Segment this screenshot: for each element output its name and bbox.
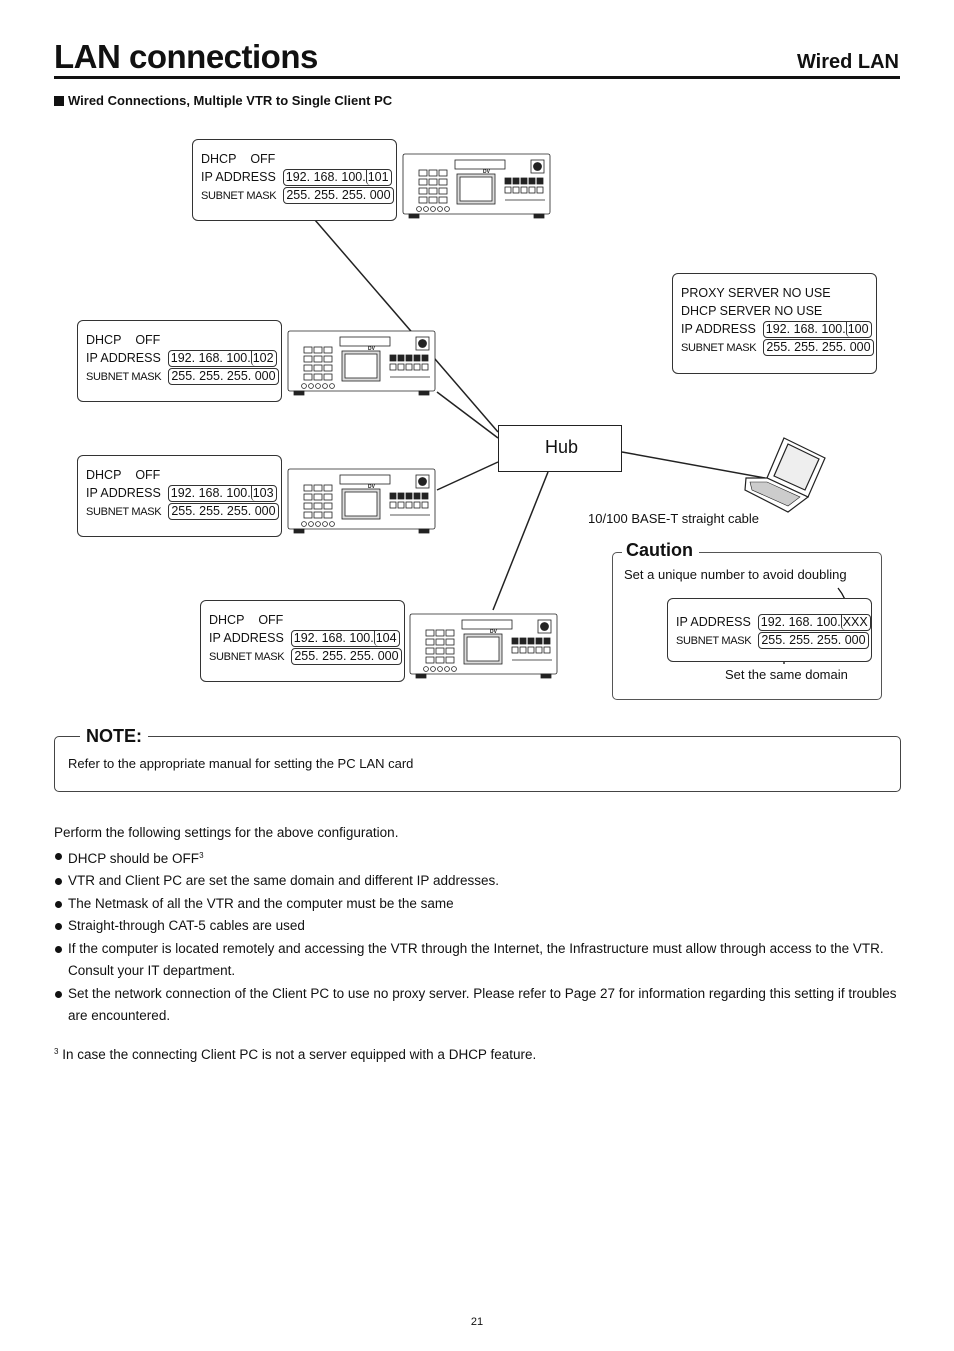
bullet-icon [55,852,62,860]
note-box [54,736,901,792]
list-item: Straight-through CAT-5 cables are used [54,915,904,938]
title-rule [54,76,900,79]
vtr-config-box-3: DHCP OFF IP ADDRESS 192. 168. 100.103 SU… [77,455,282,537]
vtr-device-icon: DV [287,468,436,534]
list-item: If the computer is located remotely and … [54,938,904,983]
vtr-config-box-1: DHCP OFF IP ADDRESS 192. 168. 100.101 SU… [192,139,397,221]
laptop-icon [744,437,826,513]
cable-vtr-104 [492,471,549,611]
cable-vtr-102 [436,391,499,439]
list-item: VTR and Client PC are set the same domai… [54,870,904,893]
body-intro: Perform the following settings for the a… [54,825,399,840]
ip-address-value: 192. 168. 100.104 [290,630,400,647]
section-title: Wired Connections, Multiple VTR to Singl… [54,93,392,108]
subnet-mask-value: 255. 255. 255. 000 [168,503,279,520]
caution-config-box: IP ADDRESS 192. 168. 100.XXX SUBNET MASK… [667,598,872,662]
page-number: 21 [470,1316,484,1328]
cable-vtr-103 [436,461,499,491]
caution-box [612,552,882,700]
list-item: Set the network connection of the Client… [54,983,904,1028]
ip-address-value: 192. 168. 100.100 [762,321,872,338]
vtr-brand-label: DV [368,484,376,490]
vtr-brand-label: DV [368,346,376,352]
bullet-icon [55,990,62,998]
subnet-mask-value: 255. 255. 255. 000 [168,368,279,385]
pc-config-box: PROXY SERVER NO USE DHCP SERVER NO USE I… [672,273,877,374]
list-item: DHCP should be OFF3 [54,845,904,871]
square-bullet-icon [54,96,64,106]
bullet-icon [55,923,62,930]
page-title: LAN connections [54,38,318,75]
cable-vtr-101 [314,219,499,433]
bullet-icon [55,878,62,885]
vtr-config-box-2: DHCP OFF IP ADDRESS 192. 168. 100.102 SU… [77,320,282,402]
vtr-brand-label: DV [483,169,491,175]
bullet-icon [55,945,62,953]
vtr-config-box-4: DHCP OFF IP ADDRESS 192. 168. 100.104 SU… [200,600,405,682]
vtr-device-icon: DV [409,613,558,679]
page-subtitle: Wired LAN [796,51,899,73]
hub-box: Hub [498,425,622,472]
ip-address-value: 192. 168. 100.101 [282,169,392,186]
ip-address-value: 192. 168. 100.XXX [757,614,871,631]
subnet-mask-value: 255. 255. 255. 000 [763,339,874,356]
settings-list: DHCP should be OFF3 VTR and Client PC ar… [54,845,904,1028]
caution-subtitle: Set a unique number to avoid doubling [624,567,847,582]
subnet-mask-value: 255. 255. 255. 000 [291,648,402,665]
bullet-icon [55,900,62,908]
vtr-device-icon: DV [402,153,551,219]
caution-footer: Set the same domain [725,667,848,682]
cable-label: 10/100 BASE-T straight cable [588,511,760,526]
ip-address-value: 192. 168. 100.102 [167,350,277,367]
subnet-mask-value: 255. 255. 255. 000 [758,632,869,649]
note-title: NOTE: [80,726,148,747]
cable-pc [621,451,766,479]
caution-title: Caution [622,540,699,561]
body-text: Perform the following settings for the a… [54,822,904,1028]
vtr-device-icon: DV [287,330,436,396]
footnote: 3 In case the connecting Client PC is no… [54,1047,537,1062]
vtr-brand-label: DV [490,629,498,635]
ip-address-value: 192. 168. 100.103 [167,485,277,502]
subnet-mask-value: 255. 255. 255. 000 [283,187,394,204]
note-text: Refer to the appropriate manual for sett… [68,756,414,771]
list-item: The Netmask of all the VTR and the compu… [54,893,904,916]
